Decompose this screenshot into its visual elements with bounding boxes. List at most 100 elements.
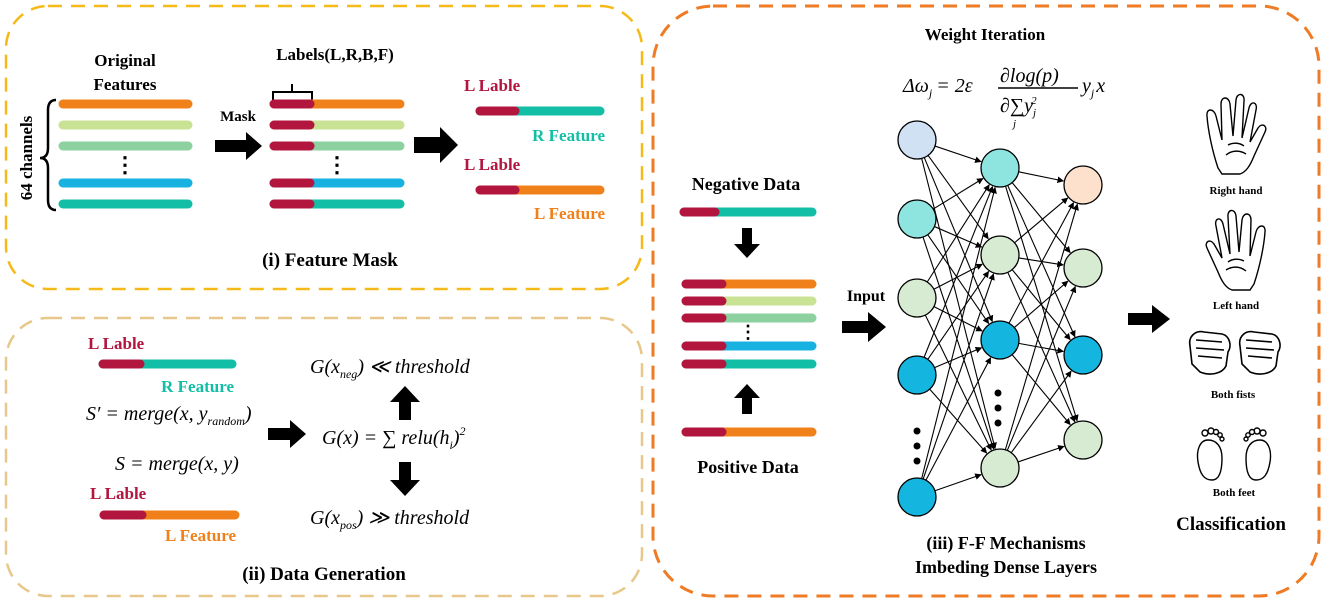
l-lable-2: L Lable [464,155,521,174]
classification-arrow [1128,305,1170,333]
network-edge [927,155,989,240]
network-edge [934,347,983,369]
channels-label: 64 channels [17,115,36,200]
s-prime-formula: S′ = merge(x, yrandom) [86,403,252,428]
network-edge [923,157,994,323]
network-edge [1013,280,1069,328]
class-both-feet: Both feet [1213,487,1256,499]
network-edge [934,226,983,248]
svg-text:∂log(p): ∂log(p) [1000,65,1059,87]
network-edge [922,273,995,480]
network-edge [1011,354,1071,426]
input-layer-node [897,355,937,395]
original-features-label: Original [94,51,156,70]
output-layer-node [1063,165,1103,205]
positive-data-label: Positive Data [697,457,798,477]
network-edge [921,158,997,450]
svg-text:yjx: yjx [1080,75,1105,100]
network-edge [1017,445,1065,463]
dg-l-feature: L Feature [165,526,236,545]
input-layer-node [897,278,937,318]
network-edge [1006,285,1077,451]
svg-text:Δωj= 2ε: Δωj= 2ε [902,75,973,100]
labels-bracket [272,84,313,102]
mask-label: Mask [220,109,256,125]
input-bars [681,279,817,369]
right-hand-icon [1206,93,1267,175]
caption-feature-mask: (i) Feature Mask [262,250,398,271]
input-arrow [842,312,886,342]
network-edge [927,234,990,325]
network-ellipsis [913,389,1002,465]
original-features-label-2: Features [94,75,157,94]
input-label: Input [847,288,886,305]
dg-l-lable-2: L Lable [90,484,147,503]
class-left-hand: Left hand [1213,300,1259,312]
l-feature-1: L Feature [534,204,605,223]
svg-text:∂∑yj2: ∂∑yj2 [1000,95,1037,119]
network-edge [1011,182,1071,254]
dg-right-arrow [268,420,306,448]
panel-data-generation [4,316,644,598]
down-arrow [390,462,420,496]
labels-title: Labels(L,R,B,F) [276,45,394,64]
original-feature-bars [58,99,193,209]
network-edge [929,388,988,454]
output-arrow [414,127,458,163]
network-edge [922,236,995,450]
panel-feature-mask [4,4,644,291]
both-fists-icon [1188,330,1281,375]
network-edge [934,145,982,163]
g-center-formula: G(x) = ∑ relu(hi)2 [322,424,466,452]
network-edge [1004,203,1079,450]
pos-up-arrow [734,384,760,414]
class-right-hand: Right hand [1210,185,1263,197]
network-edge [1008,202,1075,324]
hidden-layer-node [980,448,1020,488]
masked-dots: ⋮ [326,152,348,177]
both-feet-icon [1196,427,1272,481]
class-both-fists: Both fists [1211,389,1256,401]
s-merge-formula: S = merge(x, y) [115,453,239,475]
input-layer-node [897,120,937,160]
output-layer-node [1063,420,1103,460]
network-edge [926,184,990,283]
network-edge [932,178,984,210]
caption-ff-2: Imbeding Dense Layers [915,557,1097,577]
network-edge [927,270,990,360]
negative-data-label: Negative Data [692,174,800,194]
neg-down-arrow [734,228,760,258]
output-layer-node [1063,248,1103,288]
output-layer-node [1063,335,1103,375]
hidden-layer-node [980,148,1020,188]
network-edges [921,145,1079,492]
classification-title: Classification [1176,514,1286,535]
network-edge [921,186,997,479]
g-neg-formula: G(xneg) ≪ threshold [310,356,471,381]
l-lable-1: L Lable [464,76,521,95]
hidden-layer-node [980,235,1020,275]
panel-ff-mechanism [651,4,1321,598]
masked-feature-bars [269,99,405,209]
network-edge [925,357,992,481]
dg-r-feature: R Feature [161,377,234,396]
mask-arrow [215,132,262,160]
hidden-layer-node [980,320,1020,360]
network-edge [1010,370,1072,454]
dg-l-lable-1: L Lable [88,334,145,353]
network-edge [924,314,992,451]
input-dots: ⋮ [739,322,757,342]
network-edge [1018,257,1064,268]
up-arrow [390,386,420,420]
network-edge [923,185,994,358]
network-edge [1018,342,1064,354]
network-edge [934,473,982,492]
input-layer-node [897,477,937,517]
network-nodes [897,120,1103,517]
network-edge [1014,197,1069,244]
feature-dots: ⋮ [114,152,136,177]
input-layer-node [897,199,937,239]
caption-ff-1: (iii) F-F Mechanisms [926,533,1085,554]
